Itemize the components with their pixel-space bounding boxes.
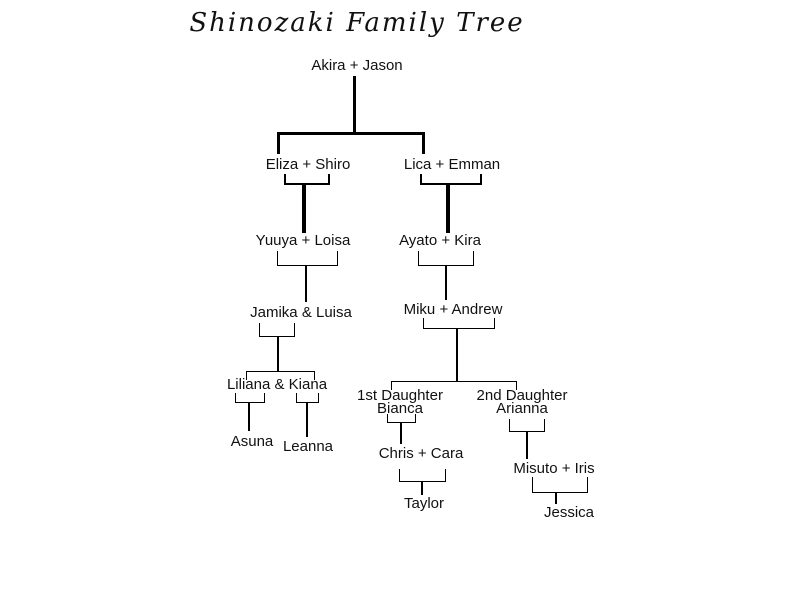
node-yuuya-loisa: Yuuya + Loisa (255, 232, 351, 249)
connector-yuuya-loisa-drop (305, 265, 307, 302)
page-title: Shinozaki Family Tree (189, 8, 525, 38)
node-arianna-role: 2nd Daughter (476, 387, 568, 404)
connector-jamika-luisa-bracket (259, 323, 295, 337)
connector-ayato-kira-drop (445, 265, 447, 300)
connector-jamika-luisa-drop (277, 336, 279, 371)
connector-daughters-bar (391, 381, 517, 390)
node-miku-andrew: Miku + Andrew (403, 301, 503, 318)
node-akira-jason: Akira + Jason (311, 57, 403, 74)
connector-miku-andrew-drop (456, 328, 458, 382)
node-leanna: Leanna (282, 438, 334, 455)
connector-bianca-drop (400, 422, 402, 444)
node-taylor: Taylor (403, 495, 445, 512)
connector-bianca-bracket (387, 414, 416, 423)
node-lica-emman: Lica + Emman (403, 156, 501, 173)
connector-misuto-iris-bracket (532, 477, 588, 493)
connector-misuto-iris-drop (555, 492, 557, 504)
connector-lica-emman-bracket (420, 174, 482, 185)
node-arianna-name: Arianna (496, 400, 548, 417)
node-bianca-role: 1st Daughter (357, 387, 443, 404)
connector-akira-stem (353, 76, 356, 133)
node-arianna: 2nd Daughter Arianna (476, 387, 568, 417)
connector-arianna-drop (526, 431, 528, 459)
connector-chris-cara-bracket (399, 469, 446, 482)
connector-lica-emman-drop (446, 184, 450, 233)
node-chris-cara: Chris + Cara (378, 445, 464, 462)
node-eliza-shiro: Eliza + Shiro (265, 156, 351, 173)
connector-liliana-drop (248, 402, 250, 431)
connector-eliza-shiro-drop (302, 184, 306, 233)
node-liliana-kiana: Liliana & Kiana (226, 376, 328, 393)
node-jessica: Jessica (543, 504, 595, 521)
connector-miku-andrew-bracket (423, 318, 495, 329)
connector-akira-children-bar (277, 132, 425, 154)
node-asuna: Asuna (230, 433, 274, 450)
connector-chris-cara-drop (421, 481, 423, 495)
node-ayato-kira: Ayato + Kira (399, 232, 481, 249)
connector-liliana-bracket (235, 393, 265, 403)
node-bianca: 1st Daughter Bianca (357, 387, 443, 417)
connector-kiana-drop (306, 402, 308, 437)
node-misuto-iris: Misuto + Iris (513, 460, 595, 477)
connector-eliza-shiro-bracket (284, 174, 330, 185)
connector-yuuya-loisa-bracket (277, 251, 338, 266)
node-bianca-name: Bianca (377, 400, 423, 417)
connector-liliana-kiana-bar (246, 371, 315, 380)
node-jamika-luisa: Jamika & Luisa (250, 304, 352, 321)
connector-ayato-kira-bracket (418, 251, 474, 266)
connector-kiana-bracket (296, 393, 319, 403)
